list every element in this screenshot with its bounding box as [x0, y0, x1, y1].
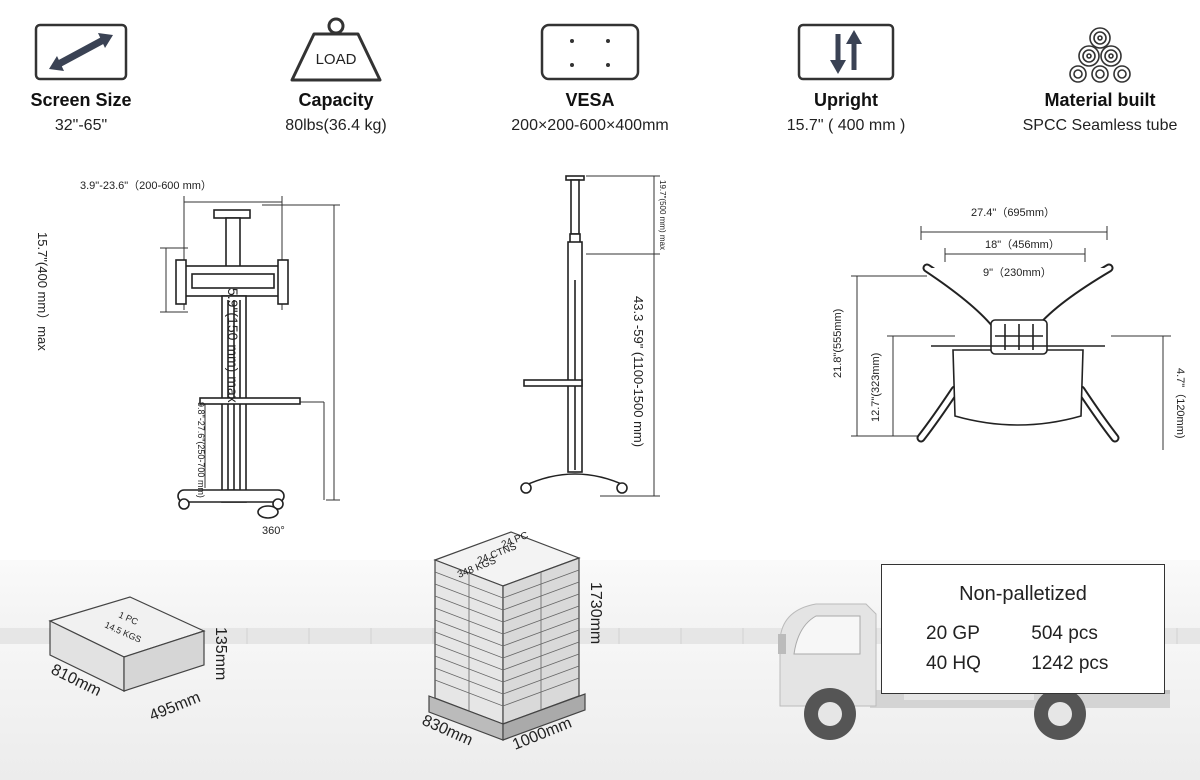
vesa-plate-icon [540, 23, 640, 81]
truck-illustration [778, 603, 1170, 740]
base-mid-width: 18"（456mm） [985, 238, 1060, 251]
side-top-range: 19.7"(500 mm) max [658, 180, 667, 250]
shipping-heading: Non-palletized [959, 583, 1087, 605]
up-down-arrows-icon [797, 23, 895, 81]
base-shelf-depth: 12.7"(323mm) [870, 353, 882, 422]
feature-value: 80lbs(36.4 kg) [285, 117, 387, 134]
shipping-quantity: 1242 pcs [1031, 653, 1109, 674]
feature-title: Upright [814, 90, 878, 110]
shipping-row: 40 HQ 1242 pcs [926, 653, 1108, 675]
feature-value: 200×200-600×400mm [511, 117, 669, 134]
front-left-height: 15.7"(400 mm）max [35, 232, 50, 351]
load-weight-icon: LOAD [290, 17, 382, 82]
base-depth: 21.8"(555mm) [832, 309, 844, 378]
feature-value: 15.7" ( 400 mm ) [786, 117, 906, 134]
single-package-diagram: 1 PC 14.5 KGS 810mm 495mm 135mm [48, 596, 229, 725]
front-view-diagram: 3.9"-23.6"（200-600 mm） 15.7"(400 mm）max … [35, 179, 340, 537]
feature-screen-size: Screen Size 32"-65" [0, 22, 181, 135]
base-top-view-diagram: 27.4"（695mm） 18"（456mm） 9"（230mm） 21.8"(… [832, 206, 1187, 450]
front-top-width: 3.9"-23.6"（200-600 mm） [80, 179, 212, 192]
shipping-container: 40 HQ [926, 653, 981, 674]
shipping-container: 20 GP [926, 623, 980, 644]
tube-stack-icon [1069, 27, 1131, 83]
feature-value: SPCC Seamless tube [1022, 117, 1178, 134]
base-offset: 4.7"（120mm) [1174, 368, 1187, 439]
side-view-diagram: 19.7"(500 mm) max 43.3 -59" (1100-1500 m… [520, 175, 667, 497]
diagonal-arrow-icon [34, 23, 128, 81]
base-outer-width: 27.4"（695mm） [971, 206, 1055, 219]
shipping-row: 20 GP 504 pcs [926, 623, 1098, 645]
feature-material: Material built SPCC Seamless tube [1000, 22, 1200, 135]
feature-title: Screen Size [30, 90, 132, 110]
shipping-info-panel: Non-palletized 20 GP 504 pcs 40 HQ 1242 … [881, 564, 1165, 694]
front-rotation: 360° [262, 525, 285, 537]
feature-upright: Upright 15.7" ( 400 mm ) [746, 22, 946, 135]
feature-title: VESA [565, 90, 615, 110]
side-height-range: 43.3 -59" (1100-1500 mm) [631, 296, 646, 447]
pallet-diagram: 24 PC 24 CTNS 348 KGS 1730mm 830mm 1000m… [419, 530, 604, 754]
front-mid-height: 5.9"(150 mm) max [225, 288, 241, 403]
feature-value: 32"-65" [54, 117, 108, 134]
front-shelf-height: 9.8"-27.6"(250-700 mm) [196, 402, 206, 498]
feature-capacity: LOAD Capacity 80lbs(36.4 kg) [236, 17, 436, 135]
single-box-height: 135mm [212, 627, 229, 680]
feature-title: Material built [1044, 90, 1156, 110]
base-inner-width: 9"（230mm） [983, 266, 1052, 279]
shipping-quantity: 504 pcs [1031, 623, 1098, 644]
feature-vesa: VESA 200×200-600×400mm [490, 22, 690, 135]
load-label: LOAD [316, 51, 357, 68]
feature-title: Capacity [298, 90, 374, 110]
pallet-height: 1730mm [587, 582, 604, 644]
single-box-width: 495mm [147, 689, 203, 725]
